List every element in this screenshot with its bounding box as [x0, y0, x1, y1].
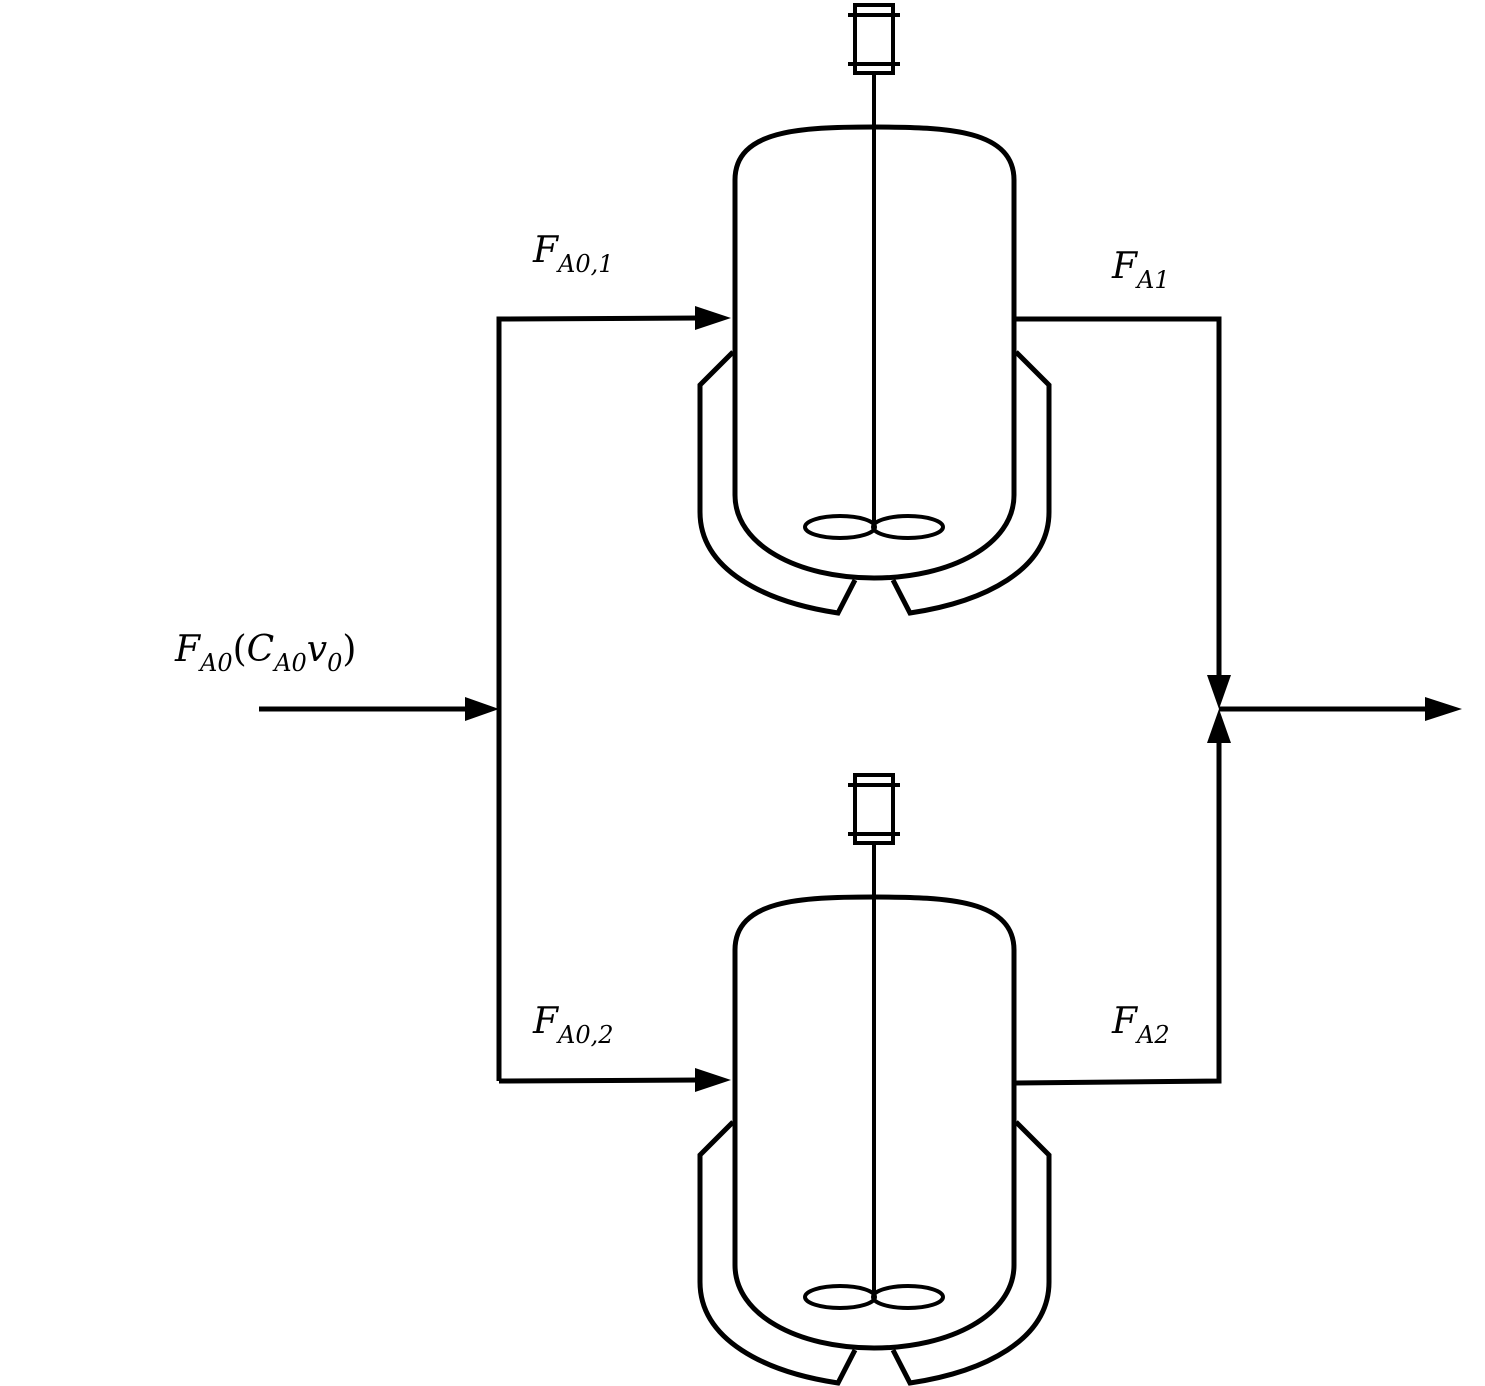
arrow-icon — [465, 697, 499, 721]
product-stream — [1219, 697, 1462, 721]
feed-2-label-sub: A0,2 — [557, 1021, 614, 1049]
feed-label-paren-open: ( — [232, 629, 247, 670]
feed-label-sub: A0 — [199, 649, 233, 677]
feed-label: FA0(CA0v0) — [175, 629, 357, 676]
arrow-icon — [695, 1068, 731, 1092]
feed-2-label-main: F — [533, 1001, 558, 1042]
outlet-1-label-sub: A1 — [1136, 266, 1170, 294]
feed-1-label-main: F — [533, 230, 558, 271]
splitter-lines — [496, 306, 731, 1092]
feed-label-main: F — [175, 629, 200, 670]
arrow-icon — [695, 306, 731, 330]
outlet-2-label: FA2 — [1112, 1001, 1170, 1048]
feed-label-c-sub: A0 — [274, 649, 307, 677]
feed-label-v-sub: 0 — [327, 649, 343, 677]
feed-2-label: FA0,2 — [533, 1001, 613, 1048]
feed-1-label-sub: A0,1 — [557, 250, 614, 278]
stirred-tank-reactor-1 — [700, 5, 1049, 613]
outlet-2-label-sub: A2 — [1136, 1021, 1170, 1049]
feed-1-label: FA0,1 — [533, 230, 613, 277]
arrow-icon — [1207, 709, 1231, 743]
feed-stream — [259, 697, 499, 721]
outlet-1-label: FA1 — [1112, 246, 1170, 293]
outlet-lines — [1015, 316, 1231, 1086]
arrow-icon — [1425, 697, 1462, 721]
arrow-icon — [1207, 675, 1231, 709]
outlet-2-label-main: F — [1112, 1001, 1137, 1042]
outlet-1-label-main: F — [1112, 246, 1137, 287]
feed-label-c: C — [246, 629, 275, 670]
stirred-tank-reactor-2 — [700, 775, 1049, 1383]
feed-label-paren-close: ) — [342, 629, 357, 670]
feed-label-v: v — [306, 629, 328, 670]
